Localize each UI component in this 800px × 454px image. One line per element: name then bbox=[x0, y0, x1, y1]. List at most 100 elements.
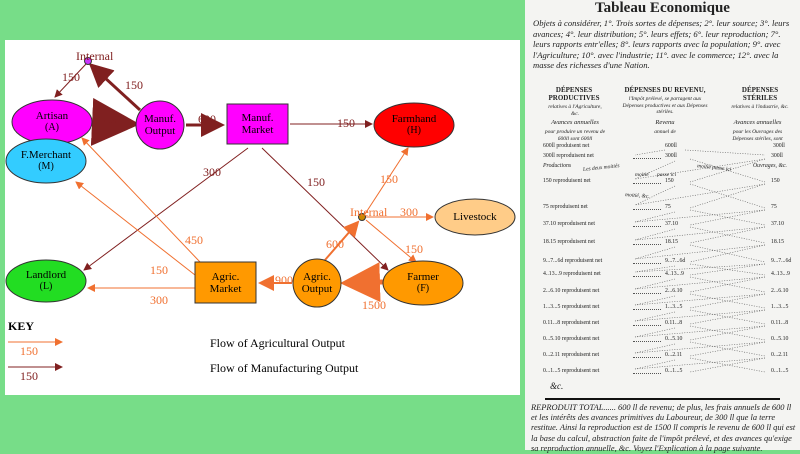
flow-diagram-panel: Artisan(A) Manuf. Output Manuf. Market Farm… bbox=[5, 40, 520, 395]
node-farmhand-label: Farmhand(H) bbox=[374, 113, 454, 137]
tableau-row-left: 18.15 reproduisent net bbox=[543, 239, 595, 245]
node-label-text: Manuf. Output bbox=[143, 113, 177, 137]
edge-value-agric_market-to-landlord: 300 bbox=[150, 293, 168, 307]
node-f_merchant-label: F.Merchant(M) bbox=[6, 149, 86, 173]
tableau-row-center: 1...3...5 bbox=[665, 304, 683, 310]
edge-manuf_market-to-landlord bbox=[83, 147, 249, 271]
tableau-row-right: 9...7...6d bbox=[771, 258, 792, 264]
key-agricultural-value: 150 bbox=[20, 344, 38, 358]
tableau-dotted-line bbox=[689, 263, 766, 276]
node-code: (L) bbox=[39, 281, 53, 292]
tableau-row-right: 2...6.10 bbox=[771, 288, 789, 294]
divider bbox=[545, 398, 780, 400]
node-label-text: Agric. Output bbox=[301, 271, 333, 295]
tableau-row-left: 75 reproduisent net bbox=[543, 204, 588, 210]
tableau-row-left: 0.11...8 reproduisent net bbox=[543, 320, 600, 326]
tableau-dotted-line bbox=[689, 276, 766, 293]
node-agric_market-label: Agric. Market bbox=[186, 271, 266, 295]
key-agricultural-label: Flow of Agricultural Output bbox=[210, 336, 345, 350]
node-manuf_output-label: Manuf. Output bbox=[120, 113, 200, 137]
tableau-dotted-line bbox=[634, 327, 676, 338]
tableau-etc: &c. bbox=[550, 381, 564, 391]
tableau-row-center: 9...7...6d bbox=[665, 258, 686, 264]
edge-manuf_market-to-farmer bbox=[261, 147, 389, 271]
tableau-row-center: 37.10 bbox=[665, 221, 679, 227]
tableau-row-right: 0...1...5 bbox=[771, 368, 789, 374]
tableau-dotted-line bbox=[689, 183, 766, 209]
node-label-text: Landlord bbox=[25, 269, 67, 281]
tableau-row-leader bbox=[633, 209, 661, 210]
tableau-row-left: 150 reproduisent net bbox=[543, 178, 591, 184]
tableau-row-center: 150 bbox=[665, 178, 674, 184]
advance-note-revenue: annuel de bbox=[654, 129, 676, 135]
tableau-row-right: 37.10 bbox=[771, 221, 785, 227]
node-agric_output-label: Agric. Output bbox=[277, 271, 357, 295]
tableau-dotted-line bbox=[634, 341, 766, 354]
tableau-dotted-line bbox=[634, 325, 766, 338]
edge-agric_market-to-artisan bbox=[81, 137, 201, 263]
key-manufacturing-label: Flow of Manufacturing Output bbox=[210, 361, 359, 375]
tableau-row-left: 4..13...9 reproduisent net bbox=[543, 271, 601, 277]
tableau-dotted-line bbox=[634, 183, 766, 206]
tableau-dotted-line bbox=[634, 244, 766, 260]
node-landlord bbox=[5, 259, 87, 303]
start-revenue-value: 600ll bbox=[665, 143, 677, 149]
tableau-dotted-line bbox=[689, 158, 766, 183]
edge-internal_agric-to-farmhand bbox=[364, 147, 409, 215]
tableau-row-center: 300ll bbox=[665, 153, 677, 159]
tableau-row-leader bbox=[633, 341, 661, 342]
node-code: (A) bbox=[45, 122, 59, 133]
node-code: (F) bbox=[416, 283, 430, 294]
tableau-row-leader bbox=[633, 158, 661, 159]
tableau-dotted-line bbox=[634, 343, 676, 354]
edge-value-manuf_market-to-farmer: 150 bbox=[307, 175, 325, 189]
tableau-row-left: 0...2.11 reproduisent net bbox=[543, 352, 600, 358]
tableau-row-right: 0...2.11 bbox=[771, 352, 789, 358]
node-code: (M) bbox=[38, 161, 54, 172]
node-internal_agric-dot bbox=[358, 213, 366, 221]
tableau-dotted-line bbox=[689, 325, 766, 341]
tableau-row-center: 4..13...9 bbox=[665, 271, 684, 277]
node-internal_top-dot bbox=[84, 57, 92, 65]
tableau-dotted-line bbox=[634, 211, 676, 223]
node-label-text: Manuf. Market bbox=[241, 112, 274, 136]
tableau-row-center: 0.11...8 bbox=[665, 320, 683, 326]
tableau-row-right: 18.15 bbox=[771, 239, 785, 245]
tableau-row-left: 1...3...5 reproduisent net bbox=[543, 304, 600, 310]
tableau-intro: Objets à considérer, 1°. Trois sortes de… bbox=[533, 18, 790, 70]
edge-value-manuf_output-to-manuf_market: 600 bbox=[198, 112, 216, 126]
node-livestock-label: Livestock bbox=[435, 205, 515, 229]
advance-note-productive: pour produire un revenu de 600ll sont 60… bbox=[544, 129, 606, 142]
tableau-dotted-line bbox=[634, 158, 766, 180]
node-manuf_output bbox=[135, 100, 185, 150]
tableau-dotted-line bbox=[634, 228, 676, 241]
node-f_merchant bbox=[5, 138, 87, 184]
tableau-row-leader bbox=[633, 373, 661, 374]
tableau-dotted-line bbox=[634, 357, 766, 370]
tableau-dotted-line bbox=[689, 226, 766, 244]
tableau-dotted-line bbox=[634, 263, 766, 273]
edge-value-internal_top-to-artisan: 150 bbox=[62, 70, 80, 84]
node-agric_market bbox=[194, 261, 257, 304]
advance-note-sterile: pour les Ouvrages des Dépenses stériles,… bbox=[732, 129, 783, 142]
side-label-right: Ouvrages, &c. bbox=[753, 163, 787, 169]
edge-value-manuf_market-to-landlord: 300 bbox=[203, 165, 221, 179]
tableau-dotted-line bbox=[634, 209, 766, 223]
tableau-row-center: 18.15 bbox=[665, 239, 679, 245]
tableau-row-right: 0.11...8 bbox=[771, 320, 789, 326]
node-agric_output bbox=[292, 258, 342, 308]
edge-agric_market-to-f_merchant bbox=[75, 181, 196, 276]
column-head-revenue: DÉPENSES DU REVENU, bbox=[624, 86, 706, 94]
advance-productive: Avances annuelles bbox=[551, 119, 599, 126]
tableau-row-center: 0...5.10 bbox=[665, 336, 683, 342]
node-label-text: Artisan bbox=[35, 110, 69, 122]
tableau-dotted-line bbox=[689, 357, 766, 373]
key-manufacturing-value: 150 bbox=[20, 369, 38, 383]
tableau-dotted-line bbox=[689, 183, 766, 209]
tableau-dotted-line bbox=[689, 158, 766, 183]
tableau-row-center: 0...1...5 bbox=[665, 368, 683, 374]
tableau-row-center: 2...6.10 bbox=[665, 288, 683, 294]
column-head-sterile: DÉPENSES STÉRILES bbox=[741, 86, 779, 102]
tableau-row-leader bbox=[633, 309, 661, 310]
edge-value-manuf_market-to-farmhand: 150 bbox=[337, 116, 355, 130]
